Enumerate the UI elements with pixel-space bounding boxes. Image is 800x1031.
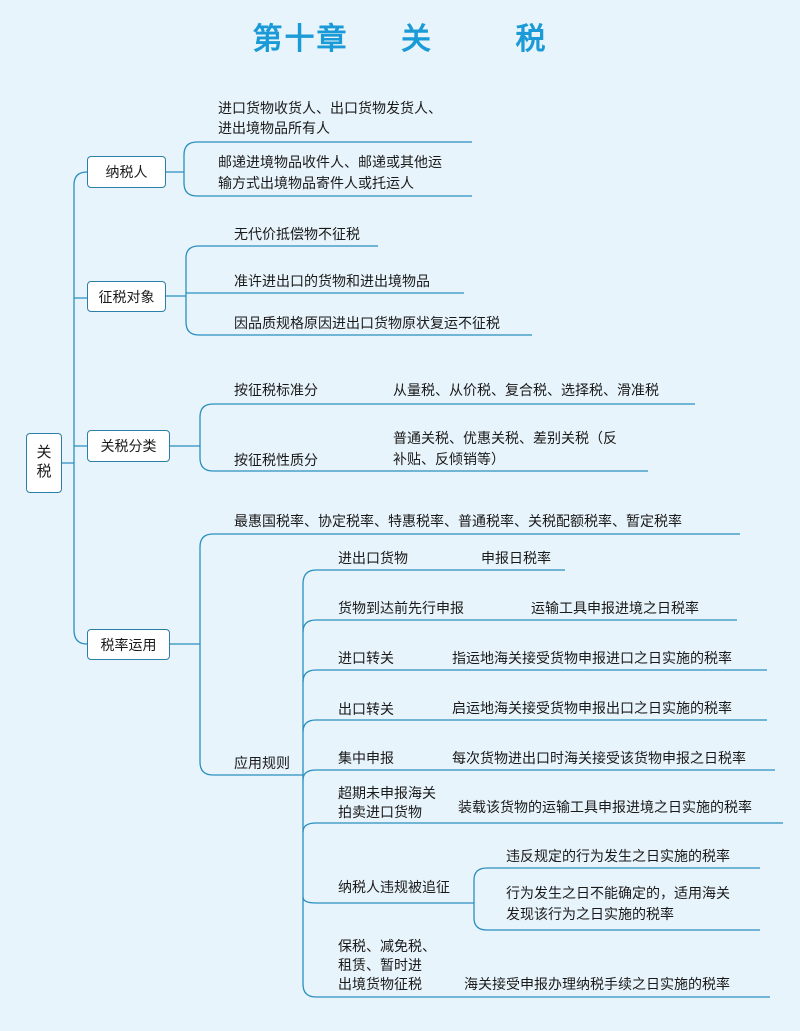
tax-object-item-3: 因品质规格原因进出口货物原状复运不征税 [234,316,500,332]
tax-object-item-2: 准许进出口的货物和进出境物品 [234,274,430,290]
class-by-nature: 按征税性质分 [234,453,318,469]
rule-case-8c: 出境货物征税 [338,977,422,993]
title-chapter: 第十章 [252,22,349,57]
class-by-standard-detail: 从量税、从价税、复合税、选择税、滑准税 [393,383,659,399]
rule-case-6a: 超期未申报海关 [338,786,436,802]
rule-rate-8: 海关接受申报办理纳税手续之日实施的税率 [464,977,730,993]
class-by-nature-detail-2: 补贴、反倾销等） [393,452,505,468]
page-title: 第十章 关 税 [0,14,800,58]
root-node: 关税 [26,433,62,493]
rule-case-3: 进口转关 [338,651,394,667]
taxpayer-item-2a: 邮递进境物品收件人、邮递或其他运 [218,155,442,171]
class-by-nature-detail-1: 普通关税、优惠关税、差别关税（反 [393,431,617,447]
rule-case-5: 集中申报 [338,751,394,767]
rule-rate-5: 每次货物进出口时海关接受该货物申报之日税率 [452,751,746,767]
rule-rate-6: 装载该货物的运输工具申报进境之日实施的税率 [458,800,752,816]
rule-rate-7: 违反规定的行为发生之日实施的税率 [506,849,730,865]
node-classification: 关税分类 [87,430,170,462]
rule-rate-1: 申报日税率 [481,551,551,567]
rule-rate-3: 指运地海关接受货物申报进口之日实施的税率 [452,651,732,667]
rule-case-1: 进出口货物 [338,551,408,567]
rule-rate-7-alt-b: 发现该行为之日实施的税率 [506,907,674,923]
title-char-2: 税 [515,22,548,57]
node-tax-object: 征税对象 [87,281,166,312]
rule-label: 应用规则 [234,756,290,772]
tax-object-item-1: 无代价抵偿物不征税 [234,227,360,243]
rule-case-8b: 租赁、暂时进 [338,958,422,974]
rule-case-2: 货物到达前先行申报 [338,601,464,617]
rule-rate-4: 启运地海关接受货物申报出口之日实施的税率 [452,701,732,717]
rule-case-8a: 保税、减免税、 [338,939,436,955]
title-char-1: 关 [401,22,433,57]
rule-case-4: 出口转关 [338,702,394,718]
rule-case-6b: 拍卖进口货物 [338,805,422,821]
rule-rate-7-alt-a: 行为发生之日不能确定的，适用海关 [506,886,730,902]
taxpayer-item-2b: 输方式出境物品寄件人或托运人 [218,176,414,192]
class-by-standard: 按征税标准分 [234,383,318,399]
taxpayer-item-1b: 进出境物品所有人 [218,121,330,137]
rule-rate-2: 运输工具申报进境之日税率 [531,601,699,617]
node-taxpayer: 纳税人 [87,156,166,188]
rule-case-7: 纳税人违规被追征 [338,880,450,896]
taxpayer-item-1a: 进口货物收货人、出口货物发货人、 [218,101,442,117]
node-rate-application: 税率运用 [87,629,170,660]
rate-types: 最惠国税率、协定税率、特惠税率、普通税率、关税配额税率、暂定税率 [234,514,682,530]
